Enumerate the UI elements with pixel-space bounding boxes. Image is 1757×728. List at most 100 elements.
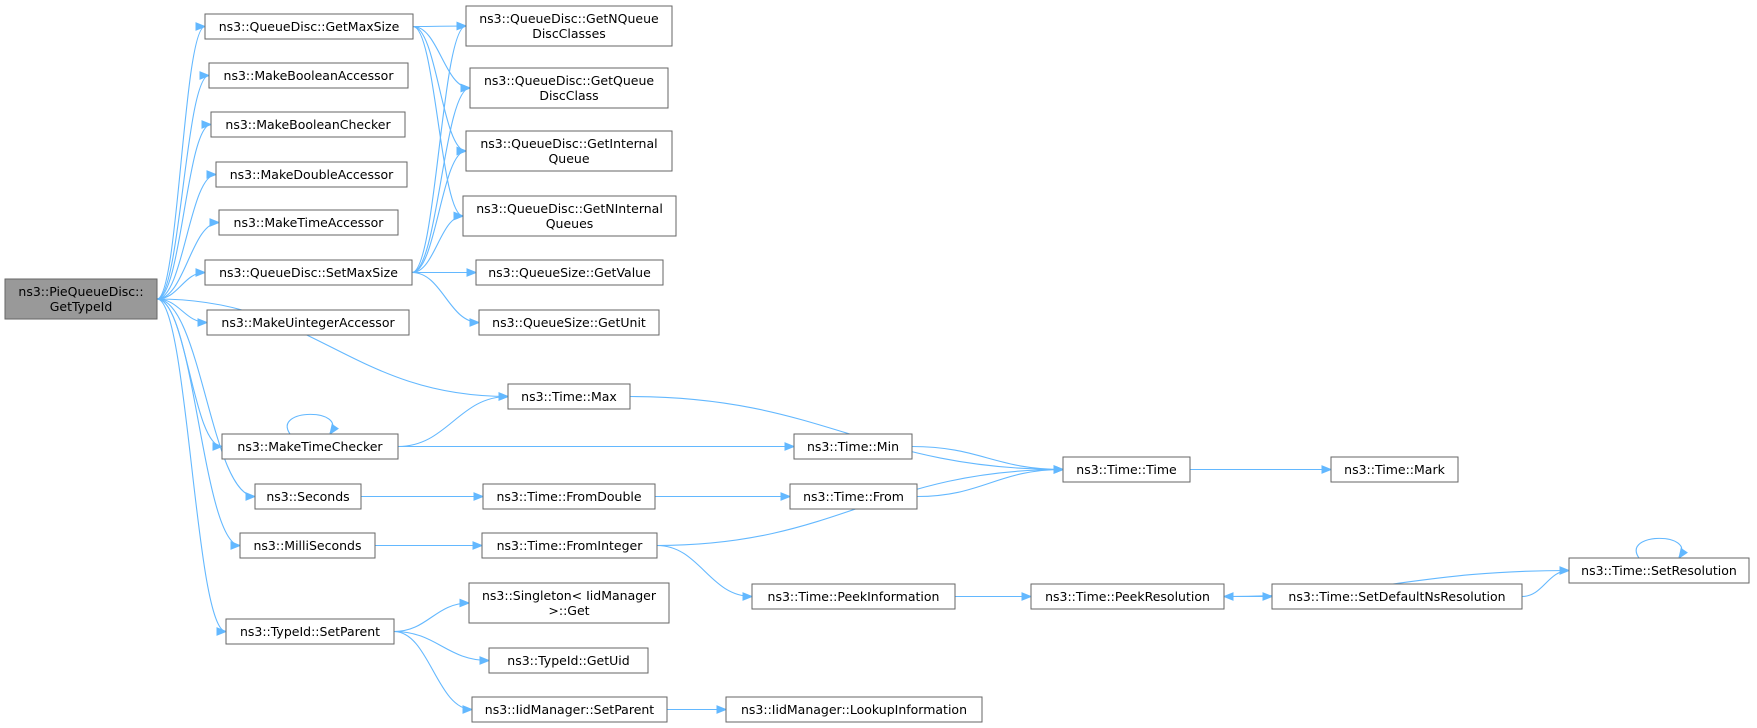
node-setres[interactable]: ns3::Time::SetResolution xyxy=(1568,557,1750,584)
node-box xyxy=(4,278,158,320)
node-label: ns3::Time::Time xyxy=(1076,462,1177,477)
node-box xyxy=(1330,456,1459,483)
edge-setmaxsize-to-qsgetunit xyxy=(411,271,480,324)
edge-peekres-to-setdefres-arrowhead xyxy=(1262,592,1274,601)
node-label: ns3::Seconds xyxy=(266,489,349,504)
node-setdefres[interactable]: ns3::Time::SetDefaultNsResolution xyxy=(1271,583,1523,610)
node-iidsetparent[interactable]: ns3::IidManager::SetParent xyxy=(471,696,668,723)
edge-setmaxsize-to-getnintq-arrowhead xyxy=(453,211,465,221)
edge-root-to-makedblacc-arrowhead xyxy=(206,170,218,179)
edge-typeidsetparent-to-singletonget xyxy=(393,602,470,633)
node-label: ns3::QueueDisc::GetQueue xyxy=(484,73,654,88)
node-timemark[interactable]: ns3::Time::Mark xyxy=(1330,456,1459,483)
edge-fromint-to-peekinfo xyxy=(656,544,753,598)
node-box xyxy=(468,582,670,624)
node-label: >::Get xyxy=(548,603,589,618)
nodes-layer: ns3::PieQueueDisc::GetTypeId ns3::QueueDi… xyxy=(4,5,1750,723)
edge-timetime-to-timemark-arrowhead xyxy=(1321,465,1333,474)
node-box xyxy=(793,433,913,460)
edge-root-to-makeboolchk xyxy=(156,123,212,300)
node-setmaxsize[interactable]: ns3::QueueDisc::SetMaxSize xyxy=(204,259,413,286)
edge-setmaxsize-to-getnqdc-arrowhead xyxy=(456,21,468,31)
node-label: ns3::MakeUintegerAccessor xyxy=(221,315,395,330)
node-label: ns3::Time::SetResolution xyxy=(1581,563,1737,578)
edge-timemin-to-timetime xyxy=(911,445,1064,471)
node-label: ns3::IidManager::SetParent xyxy=(485,702,655,717)
node-label: ns3::IidManager::LookupInformation xyxy=(741,702,967,717)
edge-setres-to-setres xyxy=(1635,537,1683,559)
node-label: Queues xyxy=(546,216,594,231)
node-root[interactable]: ns3::PieQueueDisc::GetTypeId xyxy=(4,278,158,320)
node-peekinfo[interactable]: ns3::Time::PeekInformation xyxy=(751,583,956,610)
node-milliseconds[interactable]: ns3::MilliSeconds xyxy=(239,532,376,559)
node-timemax[interactable]: ns3::Time::Max xyxy=(507,383,631,410)
edge-root-to-seconds-arrowhead xyxy=(245,492,257,501)
edge-peekinfo-to-peekres-arrowhead xyxy=(1021,592,1033,601)
node-box xyxy=(254,483,362,510)
edge-setres-to-peekres-arrowhead xyxy=(1222,592,1234,601)
edge-root-to-timemax xyxy=(156,298,509,398)
node-timemin[interactable]: ns3::Time::Min xyxy=(793,433,913,460)
edge-typeidsetparent-to-singletonget-arrowhead xyxy=(459,598,471,608)
node-box xyxy=(465,5,673,47)
node-typeidgetuid[interactable]: ns3::TypeId::GetUid xyxy=(488,647,649,674)
node-label: ns3::Time::FromDouble xyxy=(496,489,641,504)
edge-fromdouble-to-timefrom-arrowhead xyxy=(780,492,792,501)
node-makedblacc[interactable]: ns3::MakeDoubleAccessor xyxy=(215,161,408,188)
node-box xyxy=(1271,583,1523,610)
edge-fromint-to-timetime-arrowhead xyxy=(1053,465,1065,474)
node-maketimeacc[interactable]: ns3::MakeTimeAccessor xyxy=(218,209,399,236)
edge-maketimechk-to-timemax xyxy=(397,395,509,448)
node-box xyxy=(482,483,656,510)
edge-getmaxsize-to-getnintq xyxy=(412,25,464,217)
node-box xyxy=(239,532,376,559)
node-box xyxy=(481,532,658,559)
node-box xyxy=(471,696,668,723)
node-label: ns3::MakeBooleanAccessor xyxy=(224,68,395,83)
node-label: ns3::MakeBooleanChecker xyxy=(225,117,391,132)
node-qsgetunit[interactable]: ns3::QueueSize::GetUnit xyxy=(478,309,660,336)
edge-root-to-makeuintacc-arrowhead xyxy=(197,318,209,327)
node-box xyxy=(469,67,669,109)
node-box xyxy=(751,583,956,610)
edge-maketimechk-to-maketimechk-arrowhead xyxy=(329,423,339,436)
node-peekres[interactable]: ns3::Time::PeekResolution xyxy=(1030,583,1225,610)
node-label: ns3::QueueSize::GetValue xyxy=(488,265,651,280)
node-box xyxy=(210,111,406,138)
node-label: GetTypeId xyxy=(50,299,113,314)
edge-timefrom-to-timetime xyxy=(916,468,1064,498)
node-box xyxy=(475,259,664,286)
node-label: ns3::TypeId::GetUid xyxy=(507,653,629,668)
node-makeuintacc[interactable]: ns3::MakeUintegerAccessor xyxy=(206,309,410,336)
node-lookupinfo[interactable]: ns3::IidManager::LookupInformation xyxy=(725,696,983,723)
node-timefrom[interactable]: ns3::Time::From xyxy=(789,483,918,510)
node-label: ns3::MakeTimeAccessor xyxy=(234,215,385,230)
node-singletonget[interactable]: ns3::Singleton< IidManager>::Get xyxy=(468,582,670,624)
edge-root-to-maketimechk-arrowhead xyxy=(212,442,224,451)
node-typeidsetparent[interactable]: ns3::TypeId::SetParent xyxy=(225,618,395,645)
node-timetime[interactable]: ns3::Time::Time xyxy=(1062,456,1191,483)
node-makeboolacc[interactable]: ns3::MakeBooleanAccessor xyxy=(208,62,409,89)
node-fromint[interactable]: ns3::Time::FromInteger xyxy=(481,532,658,559)
edge-timemax-to-timetime xyxy=(629,395,1064,471)
node-maketimechk[interactable]: ns3::MakeTimeChecker xyxy=(221,433,399,460)
edge-iidsetparent-to-lookupinfo-arrowhead xyxy=(716,705,728,714)
edge-root-to-getmaxsize xyxy=(156,25,206,300)
edge-root-to-milliseconds xyxy=(156,298,241,547)
node-box xyxy=(204,259,413,286)
edge-setdefres-to-setres xyxy=(1521,569,1570,598)
node-label: ns3::Time::PeekInformation xyxy=(768,589,940,604)
node-fromdouble[interactable]: ns3::Time::FromDouble xyxy=(482,483,656,510)
node-makeboolchk[interactable]: ns3::MakeBooleanChecker xyxy=(210,111,406,138)
edge-seconds-to-fromdouble-arrowhead xyxy=(473,492,485,501)
node-box xyxy=(789,483,918,510)
node-qsgetvalue[interactable]: ns3::QueueSize::GetValue xyxy=(475,259,664,286)
node-label: ns3::Time::Min xyxy=(807,439,899,454)
node-getmaxsize[interactable]: ns3::QueueDisc::GetMaxSize xyxy=(204,13,414,40)
node-seconds[interactable]: ns3::Seconds xyxy=(254,483,362,510)
